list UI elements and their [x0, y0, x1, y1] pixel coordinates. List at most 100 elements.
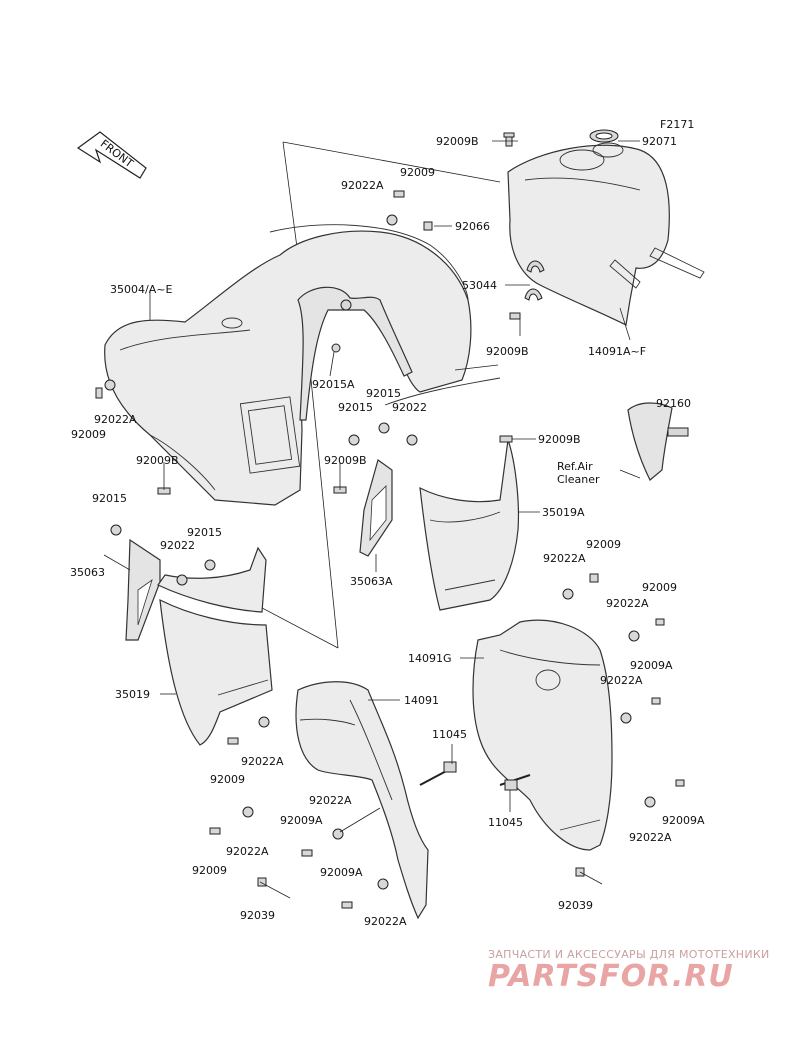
part-label: 92009B	[436, 135, 479, 148]
bolt-icon	[209, 827, 221, 835]
bolt-icon	[589, 573, 599, 583]
watermark-logo: PARTSFOR.RU	[488, 959, 734, 994]
part-label: 92009A	[630, 659, 673, 672]
part-label: 92066	[455, 220, 490, 233]
part-label: 92039	[240, 909, 275, 922]
part-label: 92009	[586, 538, 621, 551]
bolt-icon	[393, 190, 405, 198]
part-label: 92015A	[312, 378, 355, 391]
part-label: 92009	[642, 581, 677, 594]
mud-guard-35019A	[419, 439, 519, 611]
part-label: 92009A	[320, 866, 363, 879]
part-label: 92022A	[309, 794, 352, 807]
part-label: 11045	[488, 816, 523, 829]
part-label: 92009B	[136, 454, 179, 467]
part-label: 92160	[656, 397, 691, 410]
front-arrow-icon: FRONT	[76, 131, 147, 179]
part-label: 92009B	[324, 454, 367, 467]
part-label: 92022A	[94, 413, 137, 426]
shaft-11045-icon	[419, 761, 531, 791]
part-label: 92039	[558, 899, 593, 912]
washer-icon	[562, 588, 574, 600]
washer-icon	[331, 343, 341, 353]
hardware-icons	[95, 132, 685, 909]
part-label: 92022A	[341, 179, 384, 192]
bolt-icon	[503, 132, 515, 147]
bolt-icon	[509, 312, 521, 320]
washer-icon	[620, 712, 632, 724]
washer-icon	[340, 299, 352, 311]
part-label: 92022A	[241, 755, 284, 768]
front-cover-14091G	[472, 619, 613, 851]
washer-icon	[258, 716, 270, 728]
part-label: 92022A	[543, 552, 586, 565]
part-label: 92009	[210, 773, 245, 786]
side-cover-35063	[125, 538, 161, 641]
mud-guard-35019	[157, 546, 273, 746]
washer-icon	[242, 806, 254, 818]
part-label: 92071	[642, 135, 677, 148]
bolt-icon	[651, 697, 661, 705]
figure-code: F2171	[660, 118, 694, 131]
part-label: 92015	[338, 401, 373, 414]
part-label: 92009B	[486, 345, 529, 358]
part-label: 92009	[400, 166, 435, 179]
part-label: 35063A	[350, 575, 393, 588]
washer-icon	[176, 574, 188, 586]
part-label: 92022A	[364, 915, 407, 928]
washer-icon	[104, 379, 116, 391]
part-label: 14091	[404, 694, 439, 707]
part-label: 11045	[432, 728, 467, 741]
part-label: 92015	[366, 387, 401, 400]
part-labels: 92009B 92071 92009 92022A 92066 35004/A~…	[70, 135, 705, 928]
watermark-tagline: ЗАПЧАСТИ И АКСЕССУАРЫ ДЛЯ МОТОТЕХНИКИ	[488, 948, 770, 961]
washer-icon	[332, 828, 344, 840]
washer-icon	[377, 878, 389, 890]
bolt-icon	[341, 901, 353, 909]
part-label: 92009A	[662, 814, 705, 827]
watermark: ЗАПЧАСТИ И АКСЕССУАРЫ ДЛЯ МОТОТЕХНИКИ PA…	[488, 948, 788, 994]
part-label: 92022	[160, 539, 195, 552]
part-label: 92015	[187, 526, 222, 539]
washer-icon	[378, 422, 390, 434]
part-label: 92009A	[280, 814, 323, 827]
bolt-icon	[301, 849, 313, 857]
washer-icon	[423, 221, 433, 231]
part-label: 92009B	[538, 433, 581, 446]
part-label: 35019A	[542, 506, 585, 519]
bolt-icon	[675, 779, 685, 787]
washer-icon	[406, 434, 418, 446]
part-label: 92022A	[226, 845, 269, 858]
part-label: 14091A~F	[588, 345, 646, 358]
bolt-icon	[257, 877, 267, 887]
part-label: 92022	[392, 401, 427, 414]
part-label: 53044	[462, 279, 497, 292]
washer-icon	[348, 434, 360, 446]
side-cover-14091	[295, 681, 429, 920]
part-label: 92022A	[600, 674, 643, 687]
bolt-icon	[655, 618, 665, 626]
grommet-92071-icon	[589, 129, 619, 143]
washer-icon	[628, 630, 640, 642]
part-label: 92009	[192, 864, 227, 877]
ref-label-line1: Ref.Air	[557, 460, 593, 473]
part-label: 35004/A~E	[110, 283, 172, 296]
stay-bracket-92015A	[297, 286, 413, 421]
part-label: 92022A	[606, 597, 649, 610]
bolt-icon	[95, 387, 103, 399]
side-cover-35063A	[359, 459, 393, 557]
ref-label-line2: Cleaner	[557, 473, 600, 486]
washer-icon	[204, 559, 216, 571]
part-label: 92009	[71, 428, 106, 441]
part-label: 92022A	[629, 831, 672, 844]
washer-icon	[386, 214, 398, 226]
washer-icon	[110, 524, 122, 536]
part-label: 92015	[92, 492, 127, 505]
tank-cover-14091A	[507, 142, 705, 326]
washer-icon	[644, 796, 656, 808]
air-cleaner-ref	[627, 402, 689, 481]
part-label: 14091G	[408, 652, 452, 665]
bolt-icon	[227, 737, 239, 745]
leader-lines	[103, 140, 641, 899]
